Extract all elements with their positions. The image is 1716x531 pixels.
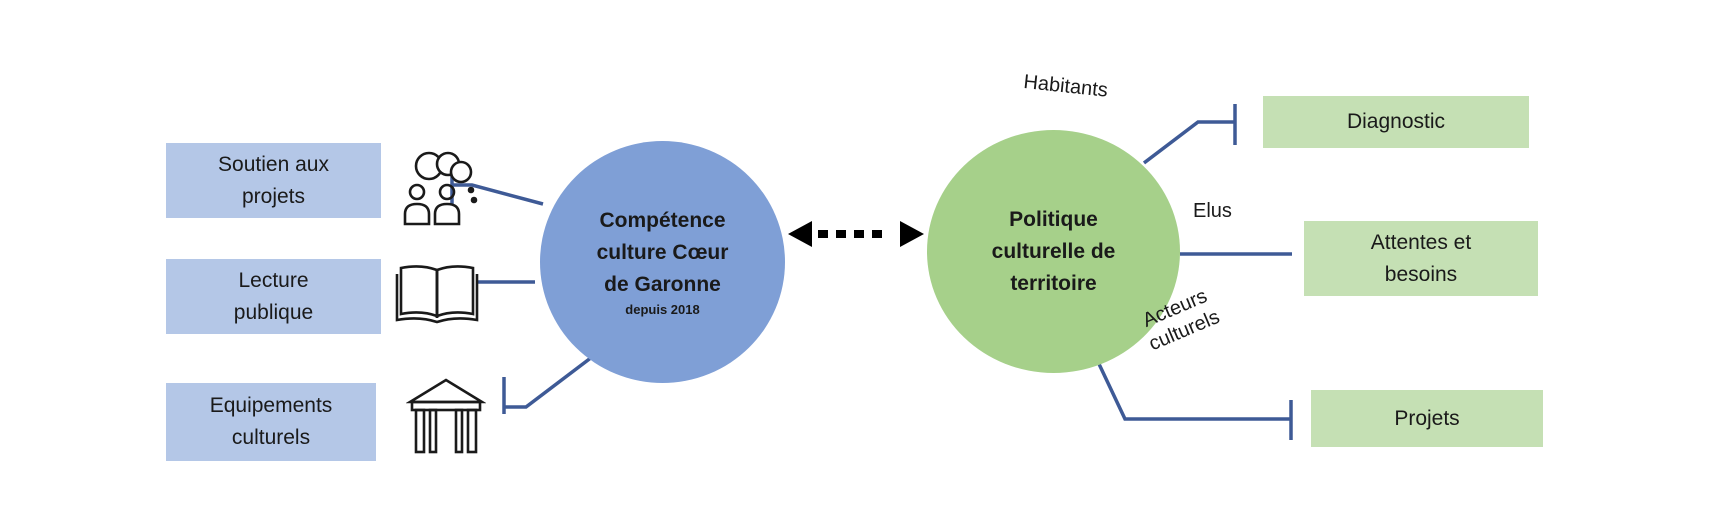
left-box-equipements: Equipements culturels: [166, 383, 376, 461]
right-box-projets-line1: Projets: [1394, 406, 1460, 430]
people-discussion-icon: [403, 151, 478, 226]
right-circle-line1: Politique: [1009, 207, 1098, 231]
left-box-soutien: Soutien aux projets: [166, 143, 381, 218]
left-box-equipements-line2: culturels: [231, 426, 311, 449]
double-dotted-arrow-icon: [788, 221, 924, 247]
right-box-projets: Projets: [1311, 390, 1543, 447]
left-box-equipements-line1: Equipements: [209, 394, 333, 417]
left-box-lecture-line2: publique: [233, 300, 314, 324]
right-box-attentes-line2: besoins: [1384, 262, 1458, 286]
right-circle-line2: culturelle de: [991, 239, 1116, 263]
left-box-soutien-line2: projets: [241, 184, 306, 208]
right-box-attentes-line1: Attentes et: [1370, 230, 1472, 254]
connector-diagnostic: [1142, 104, 1237, 165]
left-circle-line2: culture Cœur: [596, 241, 729, 264]
connector-equipements: [502, 355, 594, 414]
right-box-diagnostic: Diagnostic: [1263, 96, 1529, 148]
right-circle-line3: territoire: [1010, 271, 1097, 295]
connector-projets: [1089, 346, 1293, 440]
left-circle-sub: depuis 2018: [625, 302, 700, 317]
right-box-diagnostic-line1: Diagnostic: [1346, 110, 1446, 133]
left-circle-competence: Compétence culture Cœur de Garonne depui…: [540, 141, 785, 383]
right-box-attentes: Attentes et besoins: [1304, 221, 1538, 296]
label-elus: Elus: [1193, 200, 1232, 222]
right-circle-politique: Politique culturelle de territoire: [927, 130, 1180, 373]
open-book-icon: [395, 265, 479, 324]
left-circle-line3: de Garonne: [604, 273, 721, 296]
left-box-soutien-line1: Soutien aux: [218, 152, 329, 176]
left-box-lecture-line1: Lecture: [238, 268, 309, 292]
left-box-lecture: Lecture publique: [166, 259, 381, 334]
pavilion-building-icon: [406, 378, 486, 454]
left-circle-line1: Compétence: [599, 209, 726, 232]
